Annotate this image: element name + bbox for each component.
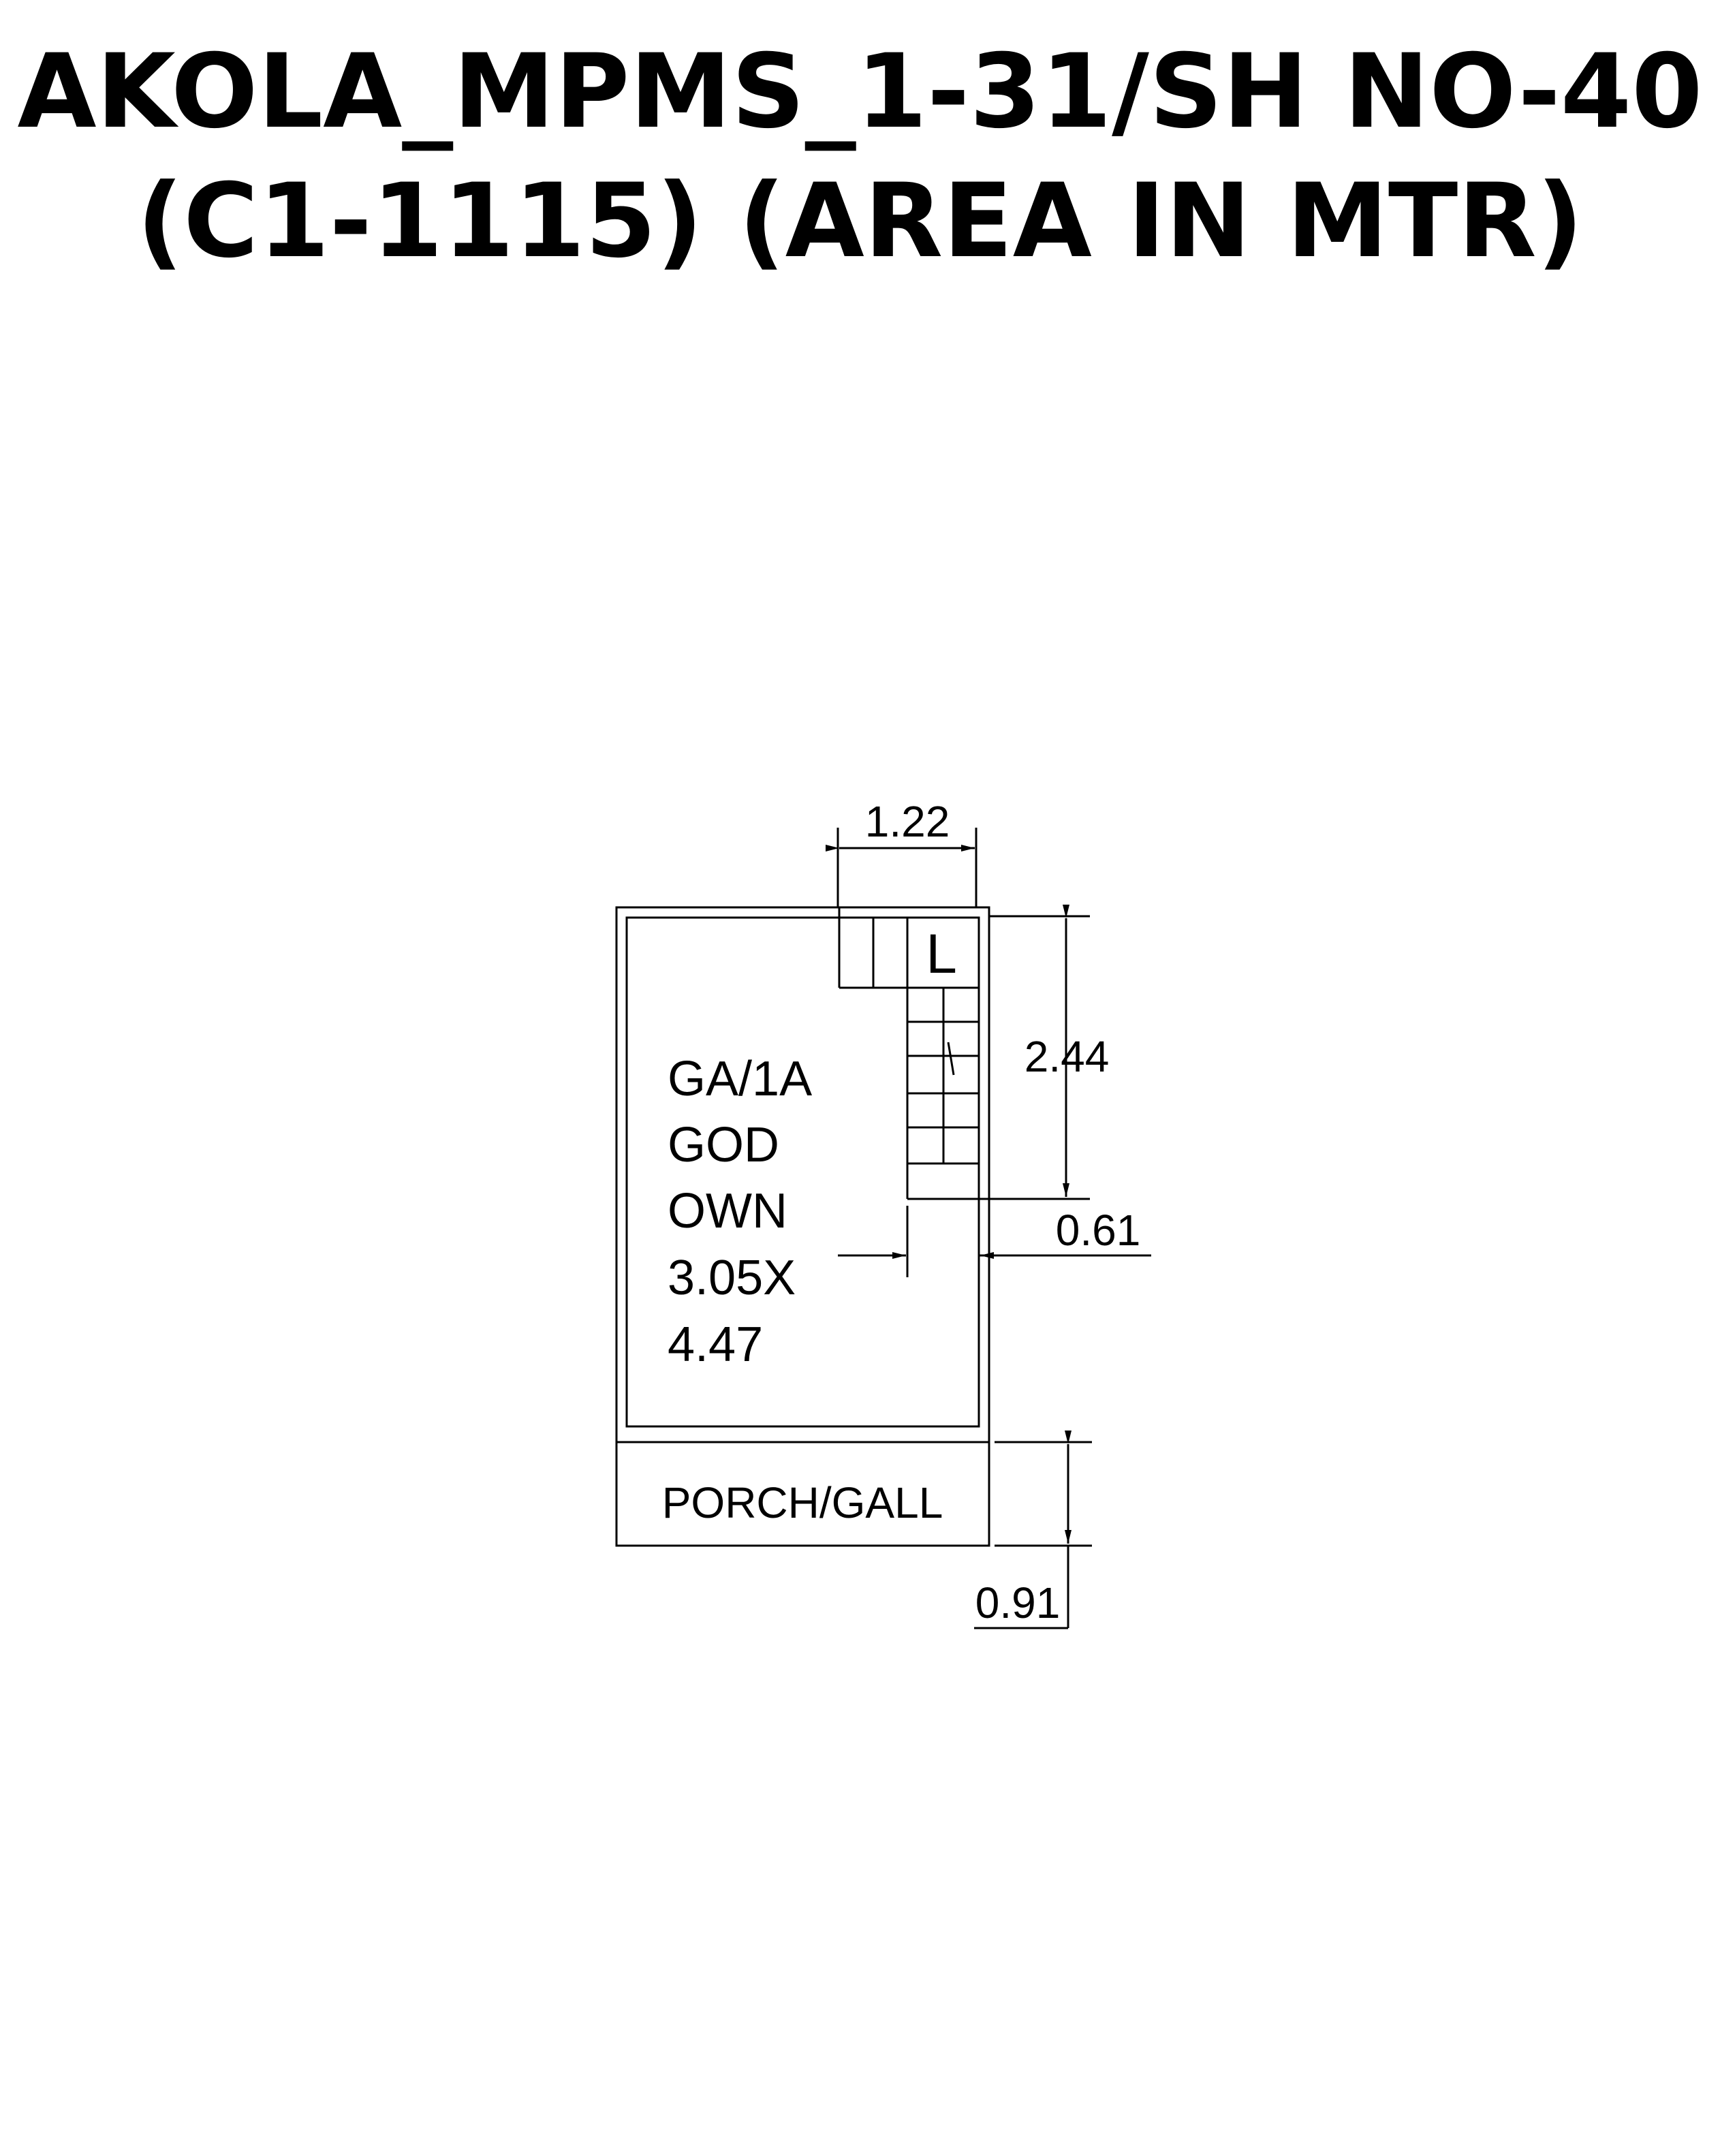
room-label-line-3: OWN [668, 1184, 787, 1238]
dimension-top-width-value: 1.22 [865, 797, 950, 846]
title-line-1: AKOLA_MPMS_1-31/SH NO-40 [17, 33, 1703, 151]
page-title: AKOLA_MPMS_1-31/SH NO-40 (C1-1115) (AREA… [0, 27, 1720, 286]
dimension-gap-width-value: 0.61 [1056, 1206, 1141, 1255]
porch-label: PORCH/GALL [662, 1478, 943, 1527]
room-label-line-5: 4.47 [668, 1317, 763, 1372]
dimension-porch-depth-value: 0.91 [975, 1578, 1061, 1627]
room-label-line-2: GOD [668, 1118, 779, 1172]
dimension-gap-width: 0.61 [838, 1206, 1151, 1259]
staircase [838, 907, 979, 1200]
dimension-porch-depth: 0.91 [974, 1431, 1092, 1629]
room-label: GA/1A GOD OWN 3.05X 4.47 [668, 1052, 812, 1372]
title-line-2: (C1-1115) (AREA IN MTR) [136, 162, 1584, 281]
dimension-top-width: 1.22 [826, 797, 978, 907]
room-label-line-1: GA/1A [668, 1052, 812, 1106]
stair-label: L [926, 923, 957, 985]
dimension-right-height-value: 2.44 [1025, 1032, 1110, 1081]
dimension-right-height: 2.44 [979, 905, 1110, 1200]
room-label-line-4: 3.05X [668, 1251, 796, 1305]
building-outline [615, 906, 990, 1547]
